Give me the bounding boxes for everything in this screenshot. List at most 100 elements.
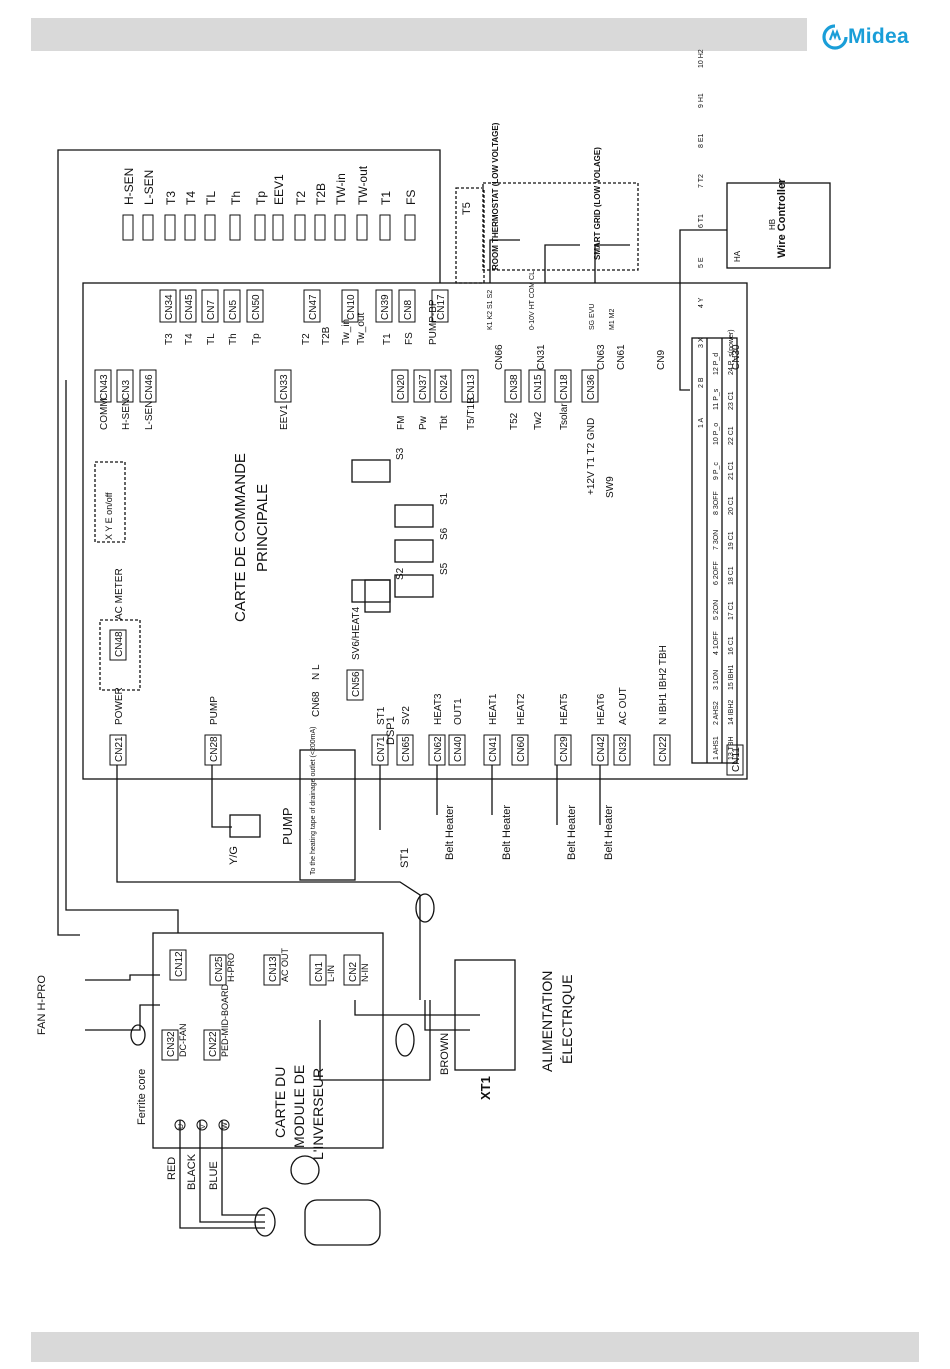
dsp1-display xyxy=(364,579,391,613)
logo-text: Midea xyxy=(848,25,910,48)
sensor-icon xyxy=(272,214,284,241)
connector-box xyxy=(396,734,414,766)
switch-s1-label: S1 xyxy=(439,492,450,505)
main-board-title-line2: PRINCIPALE xyxy=(254,484,271,572)
terminal-row2: 3 1ON xyxy=(713,670,720,690)
connector-label: HEAT3 xyxy=(433,693,444,725)
connector-label: EEV1 xyxy=(279,404,290,430)
connector-label: +12V T1 T2 GND xyxy=(586,418,597,495)
connector-box xyxy=(461,369,479,403)
terminal-row1: 9 H1 xyxy=(698,93,705,108)
terminal-row3: 24 P_s(power) xyxy=(728,329,735,375)
connector-box xyxy=(343,954,361,986)
header-bar xyxy=(31,18,807,51)
grid-wire xyxy=(594,244,630,283)
connector-cn31: CN31 xyxy=(536,344,547,370)
connector-cn8: CN8 xyxy=(403,300,414,320)
inverter-connector-label: DC-FAN xyxy=(178,1024,188,1058)
sensor-icon xyxy=(314,214,326,241)
connector-pins: SG EVU xyxy=(589,304,596,330)
connector-cn20: CN20 xyxy=(396,374,407,400)
inverter-cn22: CN22 xyxy=(208,1031,219,1057)
connector-cn40: CN40 xyxy=(453,736,464,762)
thermostat-wire xyxy=(544,244,580,283)
connector-box xyxy=(274,369,292,403)
connector-cn28: CN28 xyxy=(209,736,220,762)
connector-box xyxy=(246,289,264,323)
connector-cn41: CN41 xyxy=(488,736,499,762)
ferrite-core-icon-4 xyxy=(130,1024,146,1046)
connector-box xyxy=(511,734,529,766)
connector-label: PUMP-BP xyxy=(428,299,439,345)
switch-s2 xyxy=(394,539,434,563)
switch-s5-label: S5 xyxy=(439,562,450,575)
yg-label: Y/G xyxy=(228,846,240,865)
blue-comp-wire xyxy=(221,1120,265,1216)
connector-label: T2B xyxy=(321,326,332,345)
belt-heater-label-1: Belt Heater xyxy=(444,805,456,860)
black-label: BLACK xyxy=(186,1153,198,1190)
connector-box xyxy=(434,369,452,403)
connector-label: AC OUT xyxy=(618,687,629,725)
switch-s3-label: S3 xyxy=(395,447,406,460)
connector-label: H-SEN xyxy=(121,399,132,430)
connector-cn17: CN17 xyxy=(436,294,447,320)
connector-box xyxy=(201,289,219,323)
thermostat-grid-box xyxy=(482,182,639,271)
connector-cn22: CN22 xyxy=(658,736,669,762)
connector-box xyxy=(581,369,599,403)
terminal-row3: 14 IBH2 xyxy=(728,700,735,725)
connector-box xyxy=(309,954,327,986)
terminal-row3: 17 C1 xyxy=(728,601,735,620)
connector-label: Pw xyxy=(418,415,429,430)
terminal-row3: 18 C1 xyxy=(728,566,735,585)
connector-label: L-SEN xyxy=(144,401,155,430)
ha-label: HA xyxy=(733,250,742,262)
connector-pins: M1 M2 xyxy=(609,309,616,331)
terminal-row3: 15 IBH1 xyxy=(728,665,735,690)
sensor-icon xyxy=(356,214,368,241)
t5-box xyxy=(455,187,485,284)
connector-box xyxy=(391,369,409,403)
connector-cn32: CN32 xyxy=(618,736,629,762)
connector-box xyxy=(109,734,127,766)
inverter-board-outline xyxy=(152,932,384,1149)
main-board-title: CARTE DE COMMANDE PRINCIPALE xyxy=(232,453,271,622)
terminal-row2: 7 3ON xyxy=(713,530,720,550)
sensor-label: T4 xyxy=(184,191,198,205)
mid-column-connectors: CN20FMCN37PwCN24TbtCN13T5/T1BCN38T52CN15… xyxy=(391,369,599,495)
smart-grid-label: SMART GRID (LOW VOLAGE) xyxy=(593,147,602,260)
belt-heater-label-4: Belt Heater xyxy=(603,805,615,860)
terminal-row3: 19 C1 xyxy=(728,531,735,550)
connector-cn65: CN65 xyxy=(401,736,412,762)
inverter-connector-label: AC OUT xyxy=(280,947,290,982)
sensor-icon xyxy=(404,214,416,241)
inverter-cn25: CN25 xyxy=(214,956,225,982)
connector-label: Th xyxy=(228,333,239,345)
connector-box xyxy=(591,734,609,766)
sensor-label: T3 xyxy=(164,191,178,205)
brown-wire xyxy=(319,1000,431,1081)
inverter-title-line2: MODULE DE xyxy=(291,1065,307,1148)
connector-cn56: CN56 xyxy=(351,671,362,697)
terminal-w xyxy=(218,1119,230,1131)
connector-label: FS xyxy=(404,332,415,345)
connector-box xyxy=(528,369,546,403)
terminal-v xyxy=(196,1119,208,1131)
sensor-icon xyxy=(122,214,134,241)
xt1-label: XT1 xyxy=(478,1076,493,1100)
connector-box xyxy=(554,734,572,766)
motor-icon xyxy=(290,1155,320,1185)
connector-box xyxy=(204,734,222,766)
connector-box xyxy=(203,1029,221,1061)
inverter-cn32: CN32 xyxy=(166,1031,177,1057)
connector-box xyxy=(398,289,416,323)
connector-box xyxy=(483,734,501,766)
connector-box xyxy=(116,369,134,403)
connector-label: SV2 xyxy=(401,706,412,725)
xye-box xyxy=(94,461,126,543)
sensor-icon xyxy=(254,214,266,241)
connector-label: AC METER xyxy=(114,568,125,620)
